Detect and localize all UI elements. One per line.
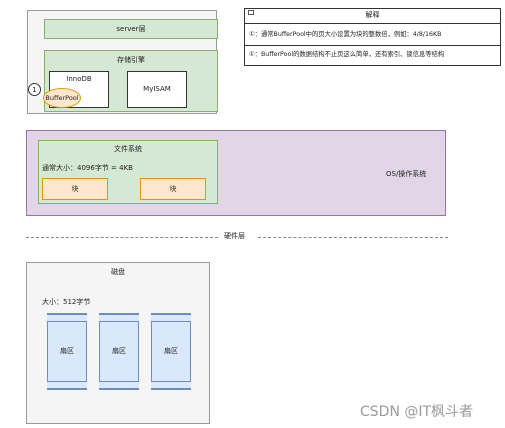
disk-size: 大小：512字节 <box>42 298 91 306</box>
legend-note-1: ①：通常BufferPool中的页大小设置为块的整数倍，例如：4/8/16KB <box>249 31 442 38</box>
sector-2: 扇区 <box>99 313 139 390</box>
block-2: 块 <box>140 178 206 200</box>
collapse-icon <box>248 10 254 15</box>
storage-engine-label: 存储引擎 <box>117 56 145 64</box>
os-label: OS/操作系统 <box>386 170 427 178</box>
legend-note-2: ①：BufferPool的数据结构不止页这么简单，还有索引、锁信息等结构 <box>249 51 445 58</box>
filesystem-label: 文件系统 <box>114 145 142 153</box>
server-layer-label: server层 <box>116 24 146 33</box>
server-layer-box: server层 <box>44 19 218 39</box>
filesystem-size: 通常大小：4096字节 = 4KB <box>42 164 133 172</box>
sector-bottom-band <box>47 381 87 389</box>
watermark: CSDN @IT枫斗者 <box>360 404 474 420</box>
marker-circle-1: 1 <box>28 83 41 96</box>
hardware-label: 硬件层 <box>224 232 245 240</box>
legend-title: 解释 <box>365 11 380 19</box>
sector-top-band <box>47 314 87 322</box>
legend-table <box>244 8 501 66</box>
disk-label: 磁盘 <box>111 268 125 276</box>
sector-1: 扇区 <box>47 313 87 390</box>
sector-label: 扇区 <box>164 347 178 355</box>
marker-number: 1 <box>32 85 37 94</box>
block-1: 块 <box>42 178 108 200</box>
myisam-box: MyISAM <box>127 71 187 108</box>
bufferpool-label: BufferPool <box>45 93 79 102</box>
sector-top-band <box>99 314 139 322</box>
sector-label: 扇区 <box>112 347 126 355</box>
block-label: 块 <box>169 184 177 193</box>
bufferpool-ellipse: BufferPool <box>43 88 81 108</box>
hardware-divider-right <box>258 237 448 238</box>
sector-top-band <box>151 314 191 322</box>
sector-3: 扇区 <box>151 313 191 390</box>
legend-header: 解释 <box>244 8 501 24</box>
sector-bottom-band <box>151 381 191 389</box>
hardware-divider-left <box>26 237 218 238</box>
sector-bottom-band <box>99 381 139 389</box>
sector-label: 扇区 <box>60 347 74 355</box>
block-label: 块 <box>71 184 79 193</box>
legend-row-divider <box>244 45 501 46</box>
innodb-label: InnoDB <box>66 75 92 83</box>
myisam-label: MyISAM <box>143 85 171 93</box>
